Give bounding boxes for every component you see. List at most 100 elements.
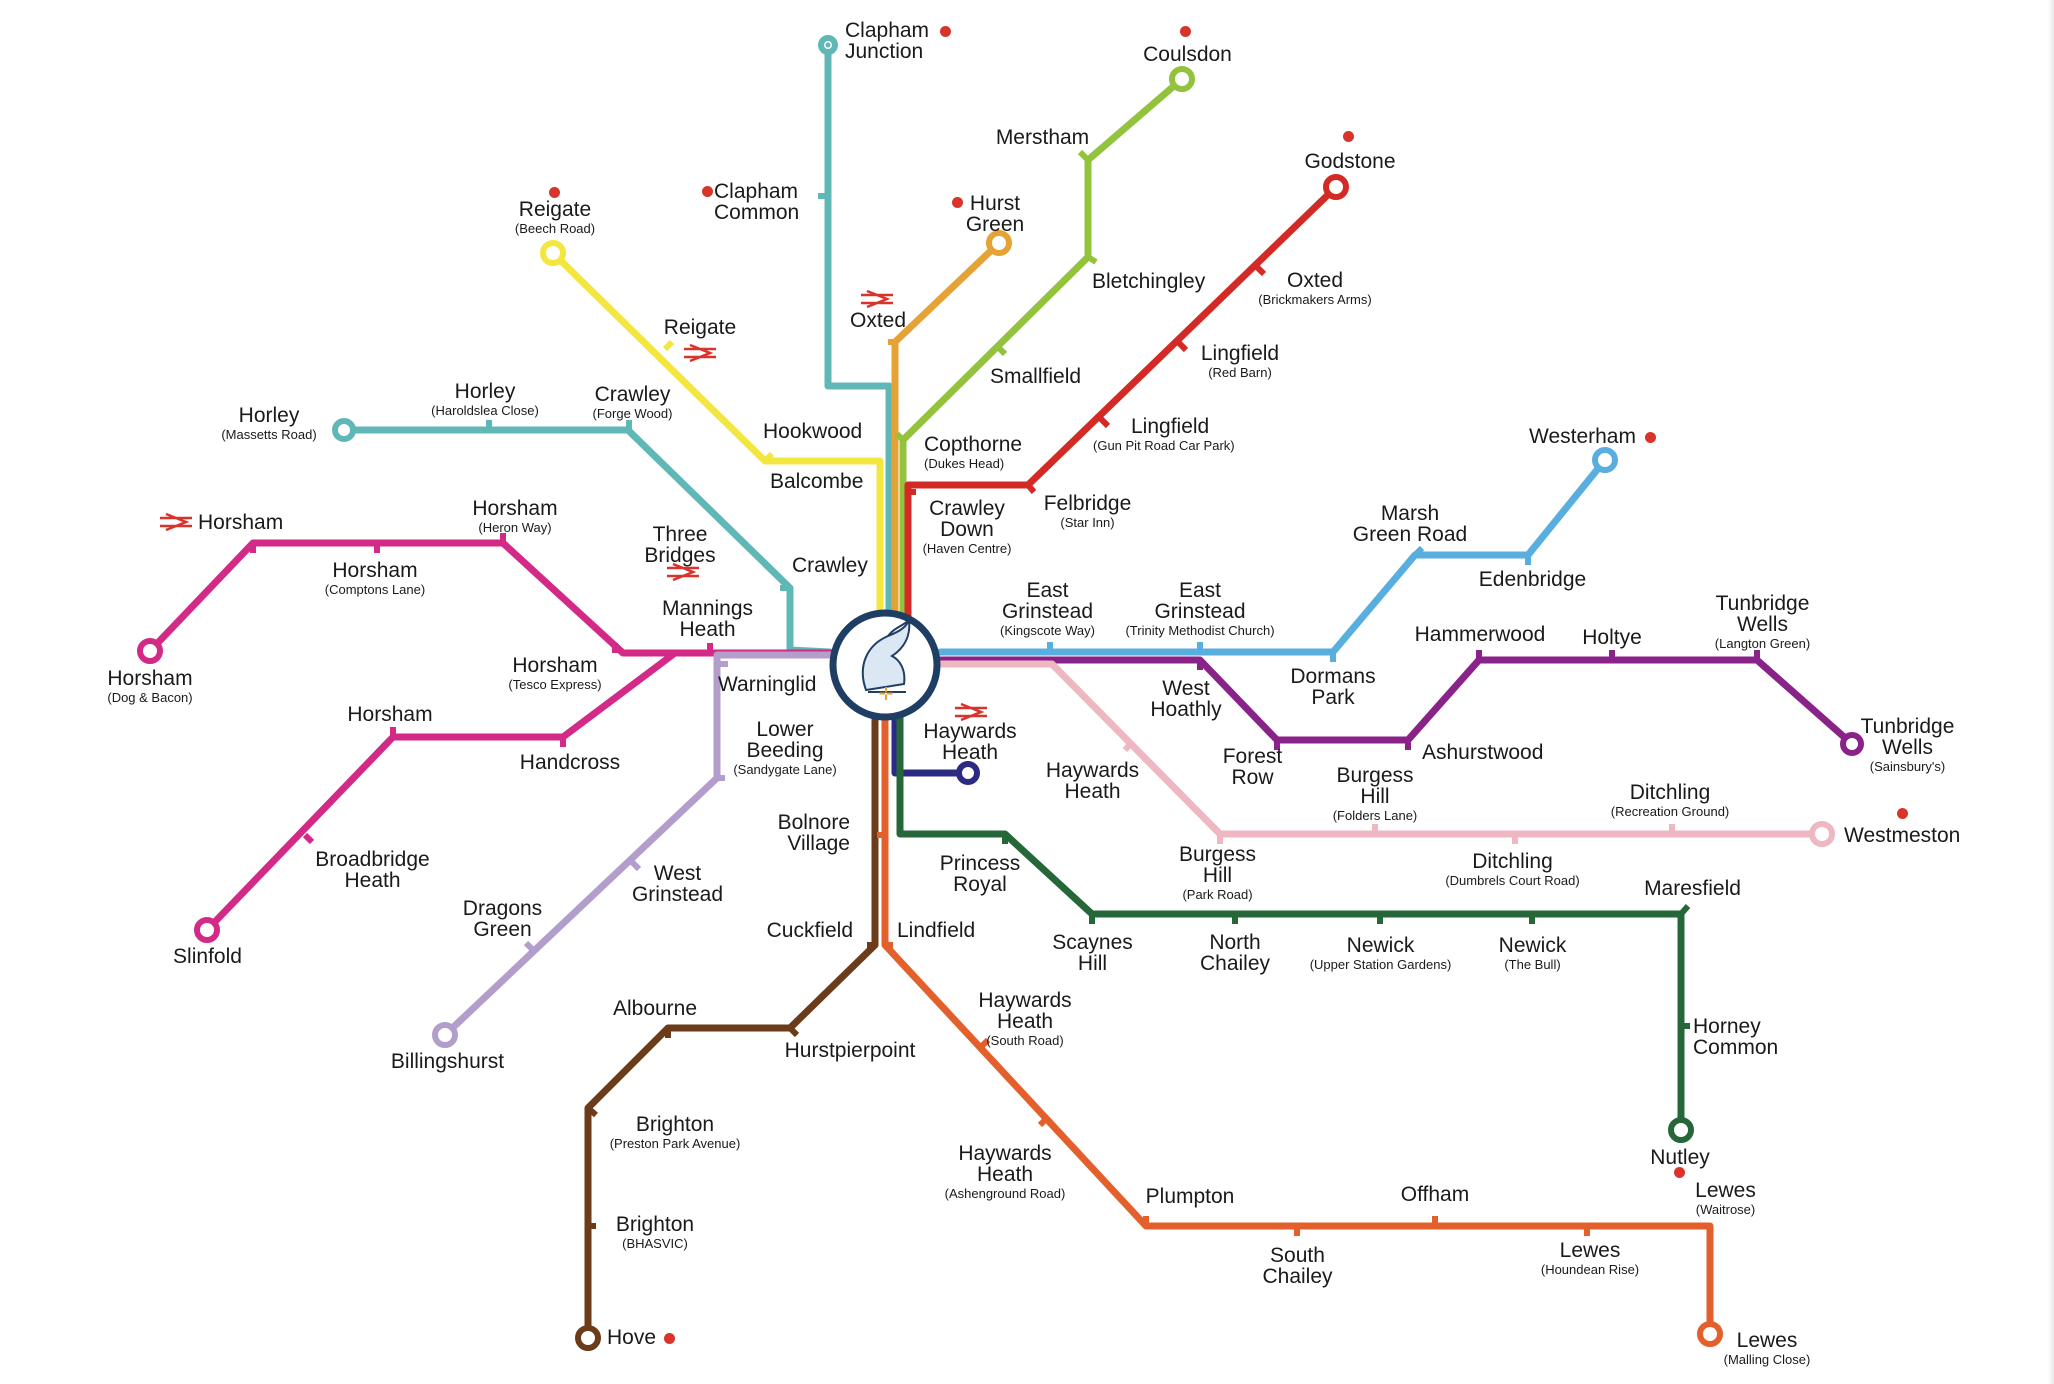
station-label: East Grinstead(Trinity Methodist Church)	[1125, 579, 1275, 638]
station-label: Bletchingley	[1092, 270, 1206, 293]
station-label: Lewes(Malling Close)	[1723, 1329, 1811, 1367]
station-label: Horsham	[198, 511, 284, 534]
terminus-coulsdon	[1169, 66, 1195, 92]
station-label: Dormans Park	[1290, 665, 1376, 709]
station-label: North Chailey	[1199, 931, 1271, 975]
station-label: Godstone	[1304, 150, 1396, 173]
pelican-crest-icon: ✛	[829, 609, 941, 721]
line-tunbridge	[931, 656, 1856, 748]
station-label: Felbridge(Star Inn)	[1043, 492, 1132, 530]
station-label: Lower Beeding(Sandygate Lane)	[733, 718, 837, 777]
terminus-westerham	[1592, 447, 1618, 473]
station-label: Coulsdon	[1143, 43, 1232, 66]
station-label: Horsham(Heron Way)	[472, 497, 558, 535]
rail-icon-horsham	[160, 512, 192, 532]
terminus-billingshurst	[432, 1022, 458, 1048]
station-label: Ditchling(Dumbrels Court Road)	[1445, 850, 1580, 888]
station-label: Burgess Hill(Park Road)	[1178, 843, 1257, 902]
station-label: Westmeston	[1844, 824, 1961, 847]
terminus-horsham-dog	[137, 638, 163, 664]
line-nutley	[896, 686, 1685, 1134]
station-label: West Grinstead	[631, 862, 724, 906]
station-label: Nutley	[1650, 1146, 1710, 1169]
station-label: Smallfield	[990, 365, 1082, 388]
station-label: Plumpton	[1145, 1185, 1235, 1208]
rail-icon-reigate	[684, 343, 716, 363]
station-label: Cuckfield	[766, 919, 853, 942]
station-label: Newick(Upper Station Gardens)	[1309, 934, 1452, 972]
terminus-hove	[575, 1325, 601, 1351]
station-label: Broadbridge Heath	[315, 848, 430, 892]
station-label: Horsham	[347, 703, 433, 726]
terminus-hurst-green	[986, 230, 1012, 256]
campus-dot	[1897, 808, 1908, 819]
station-label: Warninglid	[718, 673, 817, 696]
terminus-westmeston	[1809, 821, 1835, 847]
station-label: West Hoathly	[1150, 677, 1222, 721]
campus-dot	[664, 1333, 675, 1344]
station-label: Bolnore Village	[777, 811, 850, 855]
page-edge	[2048, 0, 2054, 1384]
station-label: East Grinstead(Kingscote Way)	[1000, 579, 1095, 638]
station-label: Ashurstwood	[1422, 741, 1544, 764]
station-label: Haywards Heath(Ashenground Road)	[944, 1142, 1066, 1201]
station-label: Crawley(Forge Wood)	[592, 383, 673, 421]
station-label: South Chailey	[1262, 1244, 1333, 1288]
station-label: Mannings Heath	[661, 597, 754, 641]
terminus-slinfold	[194, 917, 220, 943]
station-label: Lingfield(Red Barn)	[1200, 342, 1280, 380]
station-label: Ditchling(Recreation Ground)	[1610, 781, 1730, 819]
rail-icon-oxted	[861, 289, 893, 309]
terminus-nutley	[1668, 1117, 1694, 1143]
station-label: Billingshurst	[390, 1050, 505, 1073]
terminus-godstone	[1323, 174, 1349, 200]
station-label: Horsham(Tesco Express)	[508, 654, 602, 692]
line-hove	[584, 686, 879, 1342]
campus-dot	[549, 187, 560, 198]
station-label: Offham	[1400, 1183, 1470, 1206]
station-label: Hove	[607, 1326, 657, 1349]
terminus-horley	[332, 418, 356, 442]
station-label: Horley(Haroldslea Close)	[431, 380, 539, 418]
campus-dot	[1343, 131, 1354, 142]
station-label: Lewes(Houndean Rise)	[1540, 1239, 1640, 1277]
station-label: Horsham(Dog & Bacon)	[107, 667, 193, 705]
station-label: Tunbridge Wells(Sainsbury's)	[1860, 715, 1955, 774]
campus-dot	[1180, 26, 1191, 37]
line-slinfold	[203, 649, 679, 934]
campus-dot	[1645, 432, 1656, 443]
station-label: Newick(The Bull)	[1498, 934, 1567, 972]
line-coulsdon	[899, 75, 1186, 624]
station-label: Lingfield(Gun Pit Road Car Park)	[1093, 415, 1235, 453]
station-label: Princess Royal	[939, 852, 1021, 896]
rail-icon-haywards	[955, 702, 987, 722]
station-label: Hurst Green	[965, 192, 1025, 236]
station-label: Horney Common	[1693, 1015, 1779, 1059]
station-label: Haywards Heath	[923, 720, 1017, 764]
station-label: Albourne	[612, 997, 698, 1020]
station-label: Reigate(Beech Road)	[514, 198, 596, 236]
campus-dot	[1674, 1167, 1685, 1178]
terminus-lewes	[1697, 1321, 1723, 1347]
terminus-tunbridge	[1840, 732, 1864, 756]
line-godstone	[904, 183, 1340, 629]
station-label: Tunbridge Wells(Langton Green)	[1714, 592, 1811, 651]
line-reigate	[549, 249, 884, 624]
station-label: Clapham Junction	[845, 19, 930, 63]
station-label: Oxted	[849, 309, 907, 332]
station-label: Marsh Green Road	[1352, 502, 1468, 546]
station-label: Copthorne(Dukes Head)	[924, 433, 1023, 471]
station-label: Edenbridge	[1478, 568, 1587, 591]
station-label: Lewes(Waitrose)	[1695, 1179, 1756, 1217]
station-label: Hookwood	[763, 420, 863, 443]
line-clapham-junction	[824, 41, 893, 629]
rail-icon-three-bridges	[667, 562, 699, 582]
station-label: Burgess Hill(Folders Lane)	[1332, 764, 1418, 823]
station-label: Maresfield	[1644, 877, 1741, 900]
station-label: Brighton(BHASVIC)	[615, 1213, 695, 1251]
station-label: Horley(Massetts Road)	[221, 404, 317, 442]
terminus-haywards-navy	[956, 761, 980, 785]
station-label: Scaynes Hill	[1052, 931, 1133, 975]
station-label: Crawley	[792, 554, 868, 577]
